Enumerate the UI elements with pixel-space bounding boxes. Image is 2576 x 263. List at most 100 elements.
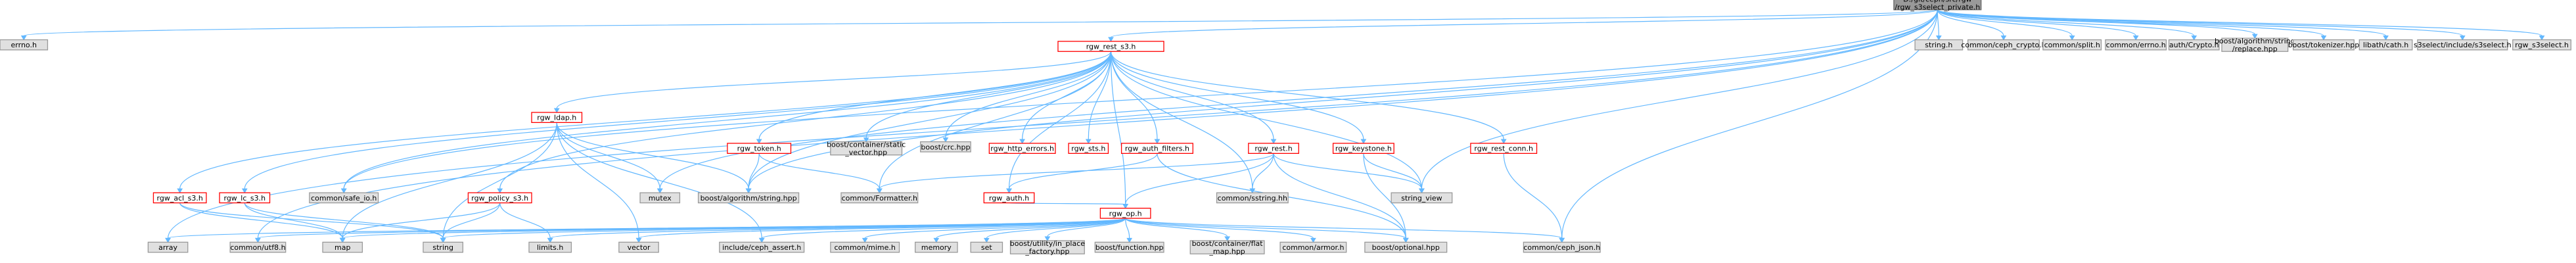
edge-arrowhead bbox=[2383, 36, 2389, 41]
node-keystone[interactable]: rgw_keystone.h bbox=[1332, 143, 1394, 154]
edge-op-to-optional bbox=[1125, 218, 1406, 239]
edge-arrowhead bbox=[1006, 188, 1012, 194]
node-op[interactable]: rgw_op.h bbox=[1099, 207, 1151, 219]
node-rest[interactable]: rgw_rest.h bbox=[1248, 143, 1299, 154]
edge-ldap-to-ba_string bbox=[556, 122, 749, 189]
edge-arrowhead bbox=[1559, 237, 1565, 243]
node-function[interactable]: boost/function.hpp bbox=[1094, 241, 1164, 253]
edge-arrowhead bbox=[1224, 236, 1230, 241]
edge-arrowhead bbox=[497, 188, 503, 194]
node-box bbox=[1057, 41, 1164, 52]
node-libath[interactable]: libath/cath.h bbox=[2358, 39, 2413, 51]
edge-arrowhead bbox=[547, 237, 553, 243]
node-crc[interactable]: boost/crc.hpp bbox=[920, 141, 971, 153]
node-label: mutex bbox=[649, 194, 672, 203]
node-static-vector[interactable]: boost/container/static_vector.hpp bbox=[827, 141, 906, 157]
node-sstring[interactable]: common/sstring.hh bbox=[1216, 192, 1289, 204]
node-sts[interactable]: rgw_sts.h bbox=[1068, 143, 1109, 154]
edge-op-to-map bbox=[342, 218, 1126, 239]
node-box bbox=[1391, 192, 1453, 204]
node-layer: D:/git/ceph/src/rgw/rgw_s3select_private… bbox=[0, 0, 2571, 256]
node-label: boost/container/static bbox=[827, 141, 906, 149]
edge-arrowhead bbox=[1270, 139, 1277, 144]
node-box bbox=[988, 143, 1056, 154]
node-box bbox=[920, 141, 971, 153]
node-flat-map[interactable]: boost/container/flat_map.hpp bbox=[1189, 239, 1265, 256]
edge-rest_s3-to-ldap bbox=[556, 51, 1112, 109]
node-ba-string[interactable]: boost/algorithm/string.hpp bbox=[697, 192, 800, 204]
node-string-view[interactable]: string_view bbox=[1391, 192, 1453, 204]
node-ceph-json[interactable]: common/ceph_json.h bbox=[1523, 241, 1601, 253]
node-ceph-assert[interactable]: include/ceph_assert.h bbox=[719, 241, 805, 253]
node-rest-s3[interactable]: rgw_rest_s3.h bbox=[1057, 41, 1164, 52]
node-box bbox=[1332, 143, 1394, 154]
node-s3select-h[interactable]: s3select/include/s3select.h bbox=[2414, 39, 2512, 51]
edge-arrowhead bbox=[745, 188, 752, 194]
edge-root-to-s3select_h bbox=[1937, 9, 2463, 37]
node-limits[interactable]: limits.h bbox=[528, 241, 572, 253]
node-acl-s3[interactable]: rgw_acl_s3.h bbox=[152, 192, 207, 204]
node-split[interactable]: common/split.h bbox=[2042, 39, 2102, 51]
node-errno[interactable]: errno.h bbox=[0, 39, 49, 51]
edge-arrowhead bbox=[758, 237, 765, 243]
node-optional[interactable]: boost/optional.hpp bbox=[1364, 241, 1448, 253]
node-auth-filters[interactable]: rgw_auth_filters.h bbox=[1120, 143, 1193, 154]
node-auth-crypto[interactable]: auth/Crypto.h bbox=[2168, 39, 2220, 51]
node-label: common/armor.h bbox=[1282, 243, 1344, 252]
node-label: string.h bbox=[1925, 41, 1952, 49]
node-policy-s3[interactable]: rgw_policy_s3.h bbox=[467, 192, 532, 204]
node-map[interactable]: map bbox=[322, 241, 363, 253]
edge-rest_s3-to-string_view bbox=[1110, 51, 1423, 189]
edge-arrowhead bbox=[340, 188, 347, 194]
edge-arrowhead bbox=[1500, 139, 1507, 144]
node-memory[interactable]: memory bbox=[915, 241, 958, 253]
node-label: D:/git/ceph/src/rgw bbox=[1903, 0, 1972, 3]
node-c-errno[interactable]: common/errno.h bbox=[2105, 39, 2167, 51]
edge-rest-to-op bbox=[1125, 153, 1274, 204]
node-box bbox=[2512, 39, 2571, 51]
node-mime[interactable]: common/mime.h bbox=[830, 241, 900, 253]
node-token[interactable]: rgw_token.h bbox=[727, 143, 792, 154]
node-mutex[interactable]: mutex bbox=[639, 192, 681, 204]
node-in-place[interactable]: boost/utility/in_place_factory.hpp bbox=[1010, 239, 1086, 256]
node-label: rgw_sts.h bbox=[1071, 145, 1105, 153]
node-ba-string-replace[interactable]: boost/algorithm/string/replace.hpp bbox=[2215, 37, 2295, 53]
node-lc-s3[interactable]: rgw_lc_s3.h bbox=[219, 192, 271, 204]
node-box bbox=[309, 192, 379, 204]
node-vector[interactable]: vector bbox=[618, 241, 659, 253]
node-string-h[interactable]: string.h bbox=[1914, 39, 1964, 51]
node-root: D:/git/ceph/src/rgw/rgw_s3select_private… bbox=[1893, 0, 1982, 11]
node-utf8[interactable]: common/utf8.h bbox=[229, 241, 287, 253]
node-ceph-crypto[interactable]: common/ceph_crypto.h bbox=[1961, 39, 2046, 51]
node-label: array bbox=[158, 243, 177, 252]
node-label: rgw_policy_s3.h bbox=[471, 194, 528, 203]
node-set[interactable]: set bbox=[970, 241, 1003, 253]
node-formatter[interactable]: common/Formatter.h bbox=[840, 192, 919, 204]
node-http-errors[interactable]: rgw_http_errors.h bbox=[988, 143, 1056, 154]
node-rgw-s3select[interactable]: rgw_s3select.h bbox=[2512, 39, 2571, 51]
node-rest-conn[interactable]: rgw_rest_conn.h bbox=[1470, 143, 1538, 154]
edge-rest_s3-to-ba_string bbox=[748, 51, 1112, 189]
node-tokenizer[interactable]: boost/tokenizer.hpp bbox=[2288, 39, 2360, 51]
node-box bbox=[1009, 240, 1085, 254]
edge-arrowhead bbox=[2000, 36, 2007, 41]
node-label: s3select/include/s3select.h bbox=[2414, 41, 2512, 49]
node-safe-io[interactable]: common/safe_io.h bbox=[309, 192, 379, 204]
edge-arrowhead bbox=[1122, 204, 1129, 209]
edge-token-to-formatter bbox=[758, 153, 880, 189]
node-ldap[interactable]: rgw_ldap.h bbox=[531, 112, 583, 123]
node-auth[interactable]: rgw_auth.h bbox=[983, 192, 1035, 204]
node-string[interactable]: string bbox=[423, 241, 464, 253]
node-label: common/split.h bbox=[2044, 41, 2100, 49]
edge-arrowhead bbox=[177, 188, 183, 194]
node-label: _vector.hpp bbox=[844, 149, 887, 157]
node-label: rgw_rest_s3.h bbox=[1086, 43, 1136, 51]
edge-rest_s3-to-sstring bbox=[1110, 51, 1253, 189]
edge-root-to-safe_io bbox=[343, 9, 1938, 189]
node-armor[interactable]: common/armor.h bbox=[1279, 241, 1347, 253]
node-label: rgw_rest.h bbox=[1254, 145, 1292, 153]
edge-rest_s3-to-op bbox=[1110, 51, 1126, 204]
node-label: rgw_rest_conn.h bbox=[1474, 145, 1533, 153]
node-array[interactable]: array bbox=[147, 241, 189, 253]
